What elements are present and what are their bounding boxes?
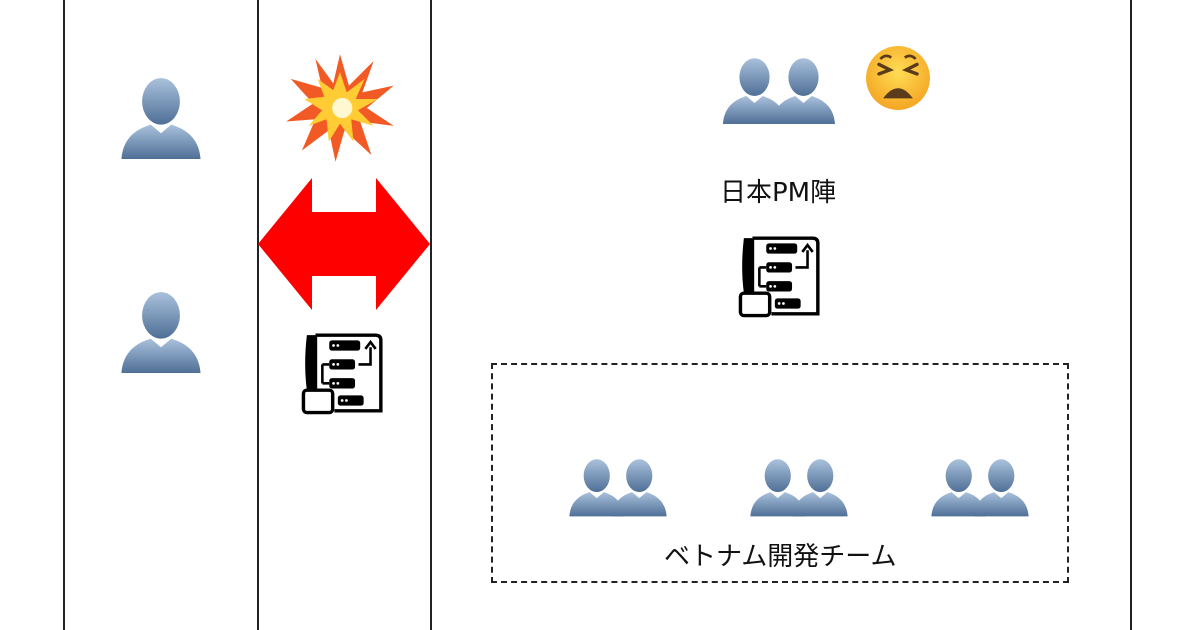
person-icon: [118, 73, 204, 159]
person-icon: [118, 287, 204, 373]
double-arrow-icon: [258, 178, 430, 310]
flowchart-document-icon: [300, 330, 386, 416]
collision-icon: [284, 52, 396, 164]
weary-face-icon: [864, 44, 932, 112]
lane-divider-4: [1130, 0, 1132, 630]
dev-team-group: [491, 363, 1069, 583]
flowchart-document-icon: [737, 233, 823, 319]
two-persons-icon: [567, 442, 669, 530]
lane-divider-2: [257, 0, 259, 630]
two-persons-icon: [748, 442, 850, 530]
two-persons-icon: [720, 40, 838, 138]
dev-team-label: ベトナム開発チーム: [664, 542, 897, 572]
pm-group-label: 日本PM陣: [720, 178, 837, 208]
lane-divider-3: [430, 0, 432, 630]
lane-divider-1: [63, 0, 65, 630]
two-persons-icon: [929, 442, 1031, 530]
